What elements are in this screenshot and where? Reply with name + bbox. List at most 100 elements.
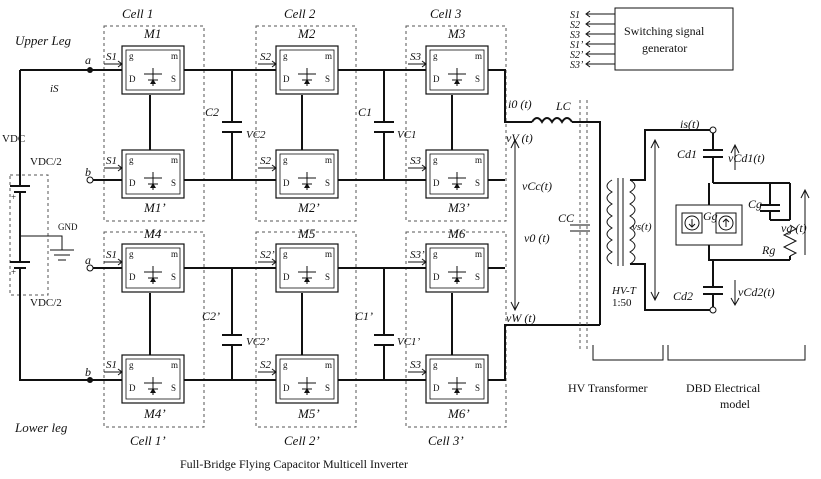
i0-label: i0 (t) [508,97,532,111]
module-label: M2 [297,26,316,41]
switching-arrow [585,60,615,68]
switching-signal-label: S2 [570,20,580,31]
gate-signal-label: S3’ [410,249,425,261]
pin-d: D [283,178,290,188]
node-a-upper: a [85,53,91,67]
dc-source [10,67,94,383]
cell-2p-label: Cell 2’ [284,433,320,448]
module-label: M1 [143,26,161,41]
switching-arrow [585,20,615,28]
pin-d: D [283,74,290,84]
vc1-label: VC1 [397,129,417,141]
pin-m: m [325,51,332,61]
pin-s: S [171,178,176,188]
pin-m: m [171,155,178,165]
pin-g: g [283,249,288,259]
cell-3p-label: Cell 3’ [428,433,464,448]
pin-d: D [433,74,440,84]
v0-label: v0 (t) [524,231,550,245]
module-label: M5 [297,226,316,241]
c2-label: C2 [205,105,219,119]
diagram-title: Full-Bridge Flying Capacitor Multicell I… [180,457,408,471]
vcd1-label: vCd1(t) [728,151,765,165]
is-label: iS [50,83,59,95]
cell-1p-label: Cell 1’ [130,433,166,448]
cell-boxes [9,25,507,428]
cell-3-label: Cell 3 [430,6,462,21]
switching-arrow [585,40,615,48]
pin-g: g [283,360,288,370]
pin-d: D [283,383,290,393]
transformer-section-label: HV Transformer [568,381,647,395]
node-b-lower: b [85,365,91,379]
gg-label: Gg [703,209,718,223]
pin-d: D [283,272,290,282]
gate-signal-label: S1 [106,359,117,371]
node-b-upper: b [85,165,91,179]
switching-arrow [585,10,615,18]
module-label: M4 [143,226,162,241]
pin-d: D [129,178,136,188]
lc-label: LC [555,99,572,113]
pin-m: m [475,51,482,61]
pin-g: g [129,249,134,259]
vv-label: vV (t) [506,131,533,145]
switching-label-2: generator [642,41,687,55]
pin-m: m [171,51,178,61]
plus-bot: + [11,267,16,277]
cell-1-label: Cell 1 [122,6,153,21]
pin-s: S [475,272,480,282]
pin-d: D [433,383,440,393]
upper-leg-label: Upper Leg [15,33,71,48]
node-a-lower: a [85,253,91,267]
pin-s: S [325,74,330,84]
pin-g: g [433,155,438,165]
pin-g: g [433,51,438,61]
pin-m: m [475,249,482,259]
pin-g: g [129,155,134,165]
vc2-label: VC2 [246,129,266,141]
pin-d: D [129,272,136,282]
cc-label: CC [558,211,575,225]
vc1p-label: VC1’ [397,336,421,348]
cd1-label: Cd1 [677,147,697,161]
vcc-label: vCc(t) [522,179,552,193]
pin-d: D [433,178,440,188]
pin-g: g [129,51,134,61]
switching-signal-label: S1’ [570,40,584,51]
vg-label: vg (t) [781,221,807,235]
gate-signal-label: S1 [106,249,117,261]
vdc-half-bot: VDC/2 [30,297,62,309]
switching-generator [614,7,734,71]
switching-signal-label: S1 [570,10,580,21]
gate-signal-label: S3 [410,359,422,371]
c2p-label: C2’ [202,309,220,323]
pin-m: m [325,360,332,370]
gate-signal-label: S3 [410,155,422,167]
module-label: M6’ [447,406,470,421]
pin-m: m [171,360,178,370]
module-label: M4’ [143,406,166,421]
pin-m: m [325,155,332,165]
dbd-section-label-2: model [720,397,751,411]
switching-label-1: Switching signal [624,24,705,38]
pin-s: S [325,272,330,282]
pin-d: D [129,383,136,393]
c1-label: C1 [358,105,372,119]
module-label: M2’ [297,200,320,215]
vs-label: vs(t) [632,221,652,233]
vc2p-label: VC2’ [246,336,270,348]
pin-m: m [475,155,482,165]
gate-signal-label: S2 [260,51,272,63]
switching-signal-label: S2’ [570,50,584,61]
pin-g: g [283,51,288,61]
switching-arrow [585,30,615,38]
